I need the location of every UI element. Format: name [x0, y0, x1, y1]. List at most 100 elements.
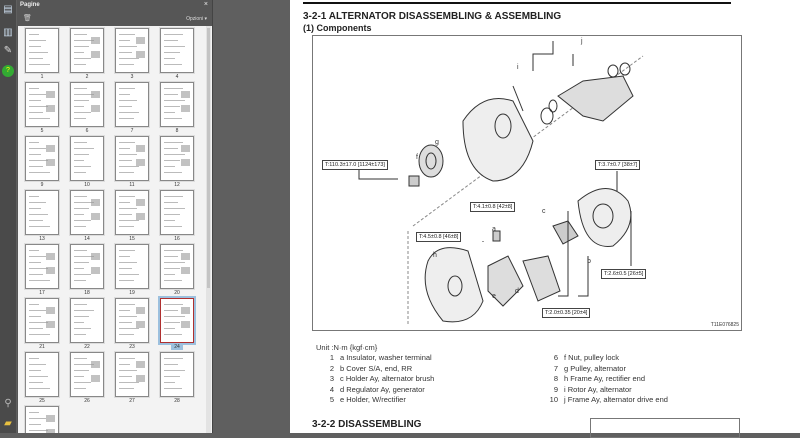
torque-label: T:110.3±17.0 [1124±173] — [322, 160, 388, 170]
page-thumbnail[interactable] — [70, 352, 104, 397]
page-number-label: 24 — [160, 344, 194, 350]
page-thumbnail[interactable] — [25, 406, 59, 433]
item-text: i Rotor Ay, alternator — [564, 384, 632, 394]
page-thumbnail[interactable] — [115, 190, 149, 235]
options-menu[interactable]: Opzioni ▾ — [186, 16, 207, 22]
item-number: 3 — [329, 374, 334, 383]
page-number-label: 27 — [115, 398, 149, 404]
page-thumbnail[interactable] — [115, 28, 149, 73]
torque-label: T:2.6±0.5 [26±5] — [601, 269, 647, 279]
page-thumbnail[interactable] — [25, 82, 59, 127]
page-thumbnail[interactable] — [115, 352, 149, 397]
attachment-icon[interactable]: ⚲ — [4, 398, 12, 409]
page-thumbnail[interactable] — [115, 244, 149, 289]
page-thumbnail[interactable] — [70, 28, 104, 73]
page-thumbnail[interactable] — [70, 298, 104, 343]
item-number: 7 — [553, 363, 558, 373]
page-thumbnail[interactable] — [25, 244, 59, 289]
page-number-label: 23 — [115, 344, 149, 350]
part-letter: g — [435, 139, 439, 146]
page-thumbnail[interactable] — [160, 136, 194, 181]
page-thumbnail[interactable] — [70, 82, 104, 127]
page-number: 3 — [130, 74, 134, 80]
page-number: 2 — [85, 74, 89, 80]
page-number-label: 8 — [160, 128, 194, 134]
part-letter: d — [515, 288, 519, 295]
page-thumbnail[interactable] — [25, 28, 59, 73]
components-diagram: T:110.3±17.0 [1124±173] T:3.7±0.7 [38±7]… — [312, 35, 742, 331]
part-letter: b — [587, 258, 591, 265]
subsection-title: (1) Components — [303, 23, 372, 33]
page-thumbnail[interactable] — [160, 190, 194, 235]
page-thumbnail[interactable] — [25, 136, 59, 181]
page-number-label: 2 — [70, 74, 104, 80]
section-title: 3-2-1 ALTERNATOR DISASSEMBLING & ASSEMBL… — [303, 11, 562, 22]
page-number: 16 — [174, 236, 180, 242]
trash-icon[interactable]: 🗑 — [23, 15, 32, 22]
page-number: 24 — [171, 344, 183, 350]
page-number-label: 21 — [25, 344, 59, 350]
page-number-label: 18 — [70, 290, 104, 296]
page-thumbnail[interactable] — [70, 190, 104, 235]
unit-note: Unit :N·m {kgf·cm} — [316, 343, 378, 352]
legend-item: 1 a Insulator, washer terminal — [320, 353, 434, 364]
scrollbar[interactable] — [206, 26, 211, 433]
close-panel-button[interactable]: × — [203, 1, 208, 8]
page-number: 8 — [175, 128, 179, 134]
item-number: 1 — [329, 353, 334, 362]
item-number: 8 — [553, 374, 558, 383]
page-number: 13 — [39, 236, 45, 242]
page-thumbnail[interactable] — [115, 298, 149, 343]
pages-icon[interactable]: ▤ — [3, 4, 13, 15]
document-page: 3-2-1 ALTERNATOR DISASSEMBLING & ASSEMBL… — [290, 0, 800, 438]
page-thumbnail[interactable] — [160, 352, 194, 397]
figure-code: T11E076825 — [710, 322, 739, 328]
page-thumbnail[interactable] — [70, 136, 104, 181]
page-thumbnail[interactable] — [25, 190, 59, 235]
item-text: j Frame Ay, alternator drive end — [564, 395, 668, 404]
page-number: 26 — [84, 398, 90, 404]
edit-icon[interactable]: ✎ — [3, 45, 13, 56]
page-thumbnail[interactable] — [115, 82, 149, 127]
page-number-label: 15 — [115, 236, 149, 242]
page-thumbnail[interactable] — [160, 28, 194, 73]
page-thumbnail[interactable] — [158, 296, 196, 345]
item-number: 5 — [329, 395, 334, 404]
part-letter: h — [433, 252, 437, 259]
page-number: 22 — [84, 344, 90, 350]
part-letter: f — [416, 154, 418, 161]
page-thumbnail[interactable] — [115, 136, 149, 181]
page-thumbnail[interactable] — [160, 82, 194, 127]
page-thumbnail[interactable] — [70, 244, 104, 289]
page-number: 20 — [174, 290, 180, 296]
page-thumbnail[interactable] — [25, 298, 59, 343]
page-number-label: 3 — [115, 74, 149, 80]
page-thumbnail[interactable] — [25, 352, 59, 397]
page-thumbnail[interactable] — [160, 244, 194, 289]
page-number: 15 — [129, 236, 135, 242]
part-letter: c — [542, 208, 546, 215]
item-text: a Insulator, washer terminal — [340, 353, 432, 362]
page-number-label: 10 — [70, 182, 104, 188]
exploded-view-drawing — [358, 41, 644, 326]
page-number: 10 — [84, 182, 90, 188]
page-number: 19 — [129, 290, 135, 296]
page-number-label: 28 — [160, 398, 194, 404]
document-icon[interactable]: ▥ — [3, 27, 13, 38]
page-number: 4 — [175, 74, 179, 80]
item-text: b Cover S/A, end, RR — [340, 363, 413, 373]
help-icon[interactable]: ? — [2, 65, 14, 77]
page-number-label: 25 — [25, 398, 59, 404]
page-number: 12 — [174, 182, 180, 188]
comments-icon[interactable]: ▰ — [4, 418, 12, 429]
part-letter: e — [492, 293, 496, 300]
page-number-label: 9 — [25, 182, 59, 188]
page-number-label: 16 — [160, 236, 194, 242]
